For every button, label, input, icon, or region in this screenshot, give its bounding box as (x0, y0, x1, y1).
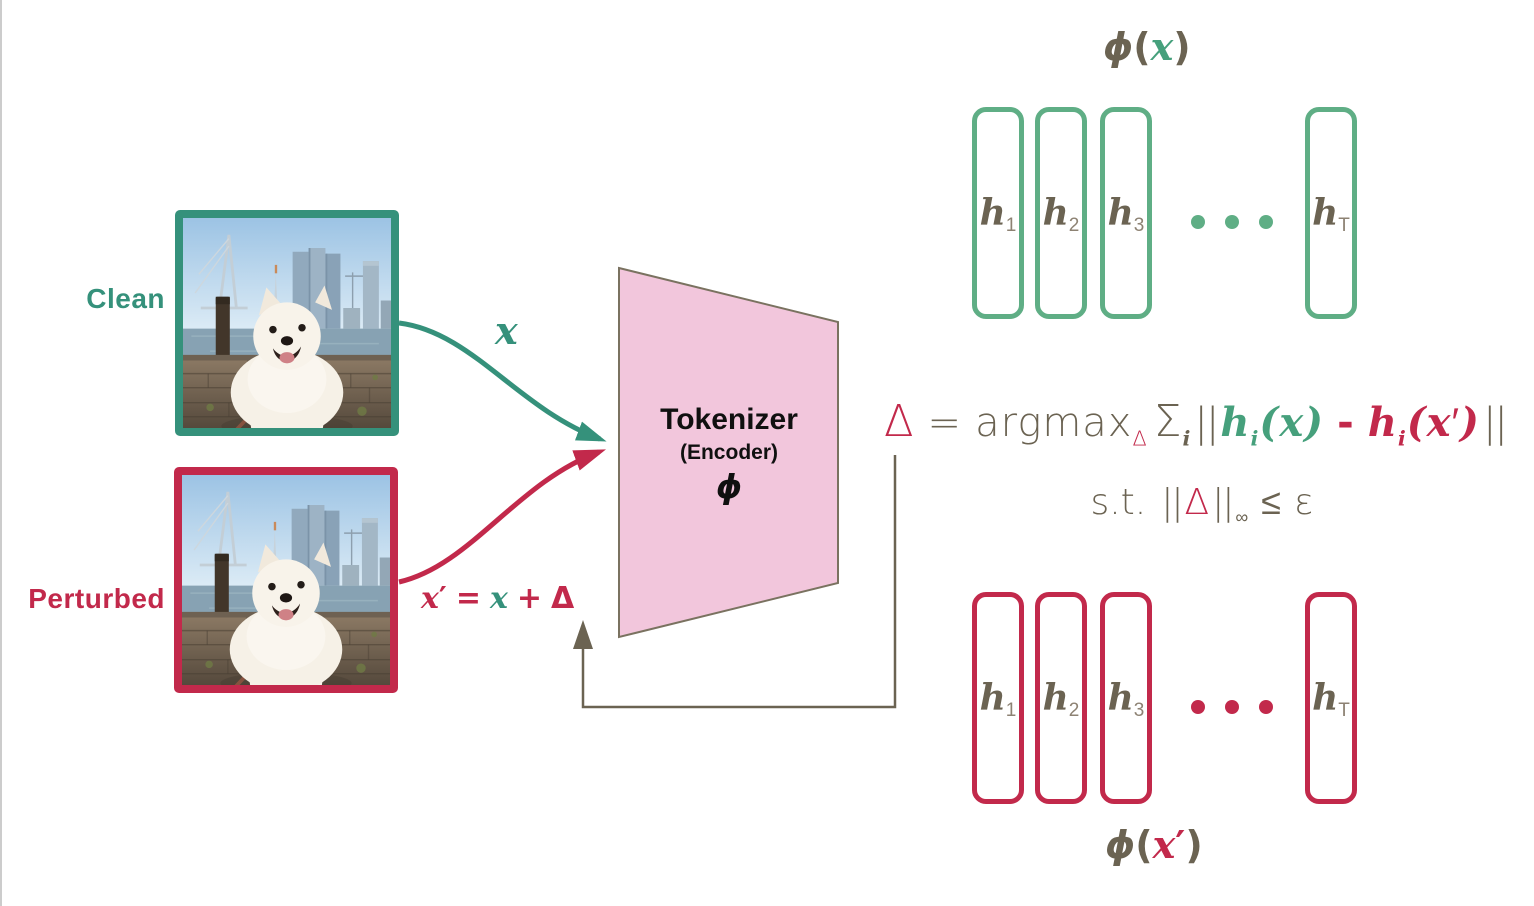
ellipsis-dot (1191, 700, 1205, 714)
clean-image (175, 210, 399, 436)
delta-symbol: Δ (1184, 482, 1210, 523)
xprime-symbol: x (421, 581, 439, 616)
token-symbol: h (1107, 192, 1134, 234)
tokenizer-label: Tokenizer (Encoder) ϕ (619, 403, 839, 506)
equals-sign: = (927, 400, 963, 446)
token-subscript: 2 (1068, 215, 1080, 236)
ellipsis-dot (1225, 215, 1239, 229)
xprime-symbol: x (1152, 822, 1176, 867)
phi-xprime-label: ϕ(x′) (1105, 822, 1203, 867)
ellipsis-dot (1259, 215, 1273, 229)
h-perturbed-symbol: h (1367, 399, 1398, 446)
ellipsis-dot (1191, 215, 1205, 229)
x-arrow-label: x (495, 308, 518, 353)
prime-mark: ′ (438, 581, 447, 616)
token-symbol: h (1312, 677, 1339, 719)
token-symbol: h (979, 192, 1006, 234)
close-paren: ) (1460, 399, 1480, 446)
clean-label: Clean (86, 283, 165, 314)
subject-to-text: s.t. (1090, 482, 1147, 523)
close-paren: ) (1304, 399, 1325, 446)
prime-mark: ′ (1175, 823, 1186, 867)
xprime-arrow-label: x′=x+Δ (421, 581, 574, 616)
norm-bars: || (1482, 400, 1508, 446)
x-symbol: x (1279, 399, 1305, 446)
delta-symbol: Δ (550, 581, 575, 616)
token-subscript: T (1338, 700, 1350, 721)
sigma-symbol: Σ (1153, 396, 1183, 447)
open-paren: ( (1135, 823, 1153, 867)
norm-bars: || (1212, 482, 1234, 523)
argmax-delta-subscript: Δ (1132, 426, 1148, 451)
x-symbol: x (489, 581, 508, 616)
tokenizer-subtitle: (Encoder) (679, 440, 778, 464)
sigma-i-subscript: i (1182, 425, 1192, 451)
norm-bars: || (1194, 400, 1219, 446)
epsilon-symbol: ε (1294, 482, 1314, 523)
delta-symbol: Δ (884, 397, 915, 447)
prime-mark: ′ (1451, 400, 1461, 446)
close-paren: ) (1185, 823, 1203, 867)
h-clean-subscript: i (1250, 425, 1260, 451)
token-subscript: 1 (1005, 215, 1017, 236)
token-subscript: 2 (1068, 700, 1080, 721)
token-subscript: T (1338, 215, 1350, 236)
xprime-symbol: x (1426, 399, 1452, 446)
constraint-formula: s.t.||Δ||∞≤ε (1042, 481, 1362, 528)
tokenizer-title: Tokenizer (660, 403, 798, 436)
h-clean-symbol: h (1220, 399, 1251, 446)
token-symbol: h (1107, 677, 1134, 719)
clean-dog-photo (183, 218, 391, 428)
phi-symbol: ϕ (1105, 823, 1136, 867)
equals-sign: = (455, 581, 481, 616)
token-symbol: h (979, 677, 1006, 719)
x-symbol: x (1150, 24, 1174, 69)
perturbed-image (174, 467, 398, 693)
infinity-subscript: ∞ (1235, 507, 1249, 528)
perturbed-dog-photo (182, 475, 390, 685)
plus-sign: + (516, 581, 542, 616)
token-subscript: 3 (1133, 215, 1145, 236)
token-subscript: 1 (1005, 700, 1017, 721)
open-paren: ( (1259, 399, 1280, 446)
ellipsis-dot (1259, 700, 1273, 714)
token-symbol: h (1312, 192, 1339, 234)
feedback-arrowhead-icon (573, 620, 593, 649)
phi-x-label: ϕ(x) (1103, 24, 1191, 69)
token-symbol: h (1042, 677, 1069, 719)
ellipsis-dot (1225, 700, 1239, 714)
norm-bars: || (1161, 482, 1183, 523)
phi-symbol: ϕ (1103, 25, 1134, 69)
leq-sign: ≤ (1261, 482, 1282, 523)
token-symbol: h (1042, 192, 1069, 234)
open-paren: ( (1406, 399, 1427, 446)
argmax-text: argmax (975, 400, 1133, 446)
close-paren: ) (1173, 25, 1191, 69)
token-subscript: 3 (1133, 700, 1145, 721)
xprime-arrow (398, 449, 607, 585)
open-paren: ( (1133, 25, 1151, 69)
h-perturbed-subscript: i (1397, 425, 1407, 451)
perturbed-label: Perturbed (28, 583, 165, 614)
minus-sign: - (1337, 400, 1355, 446)
tokenizer-phi-symbol: ϕ (715, 466, 743, 506)
